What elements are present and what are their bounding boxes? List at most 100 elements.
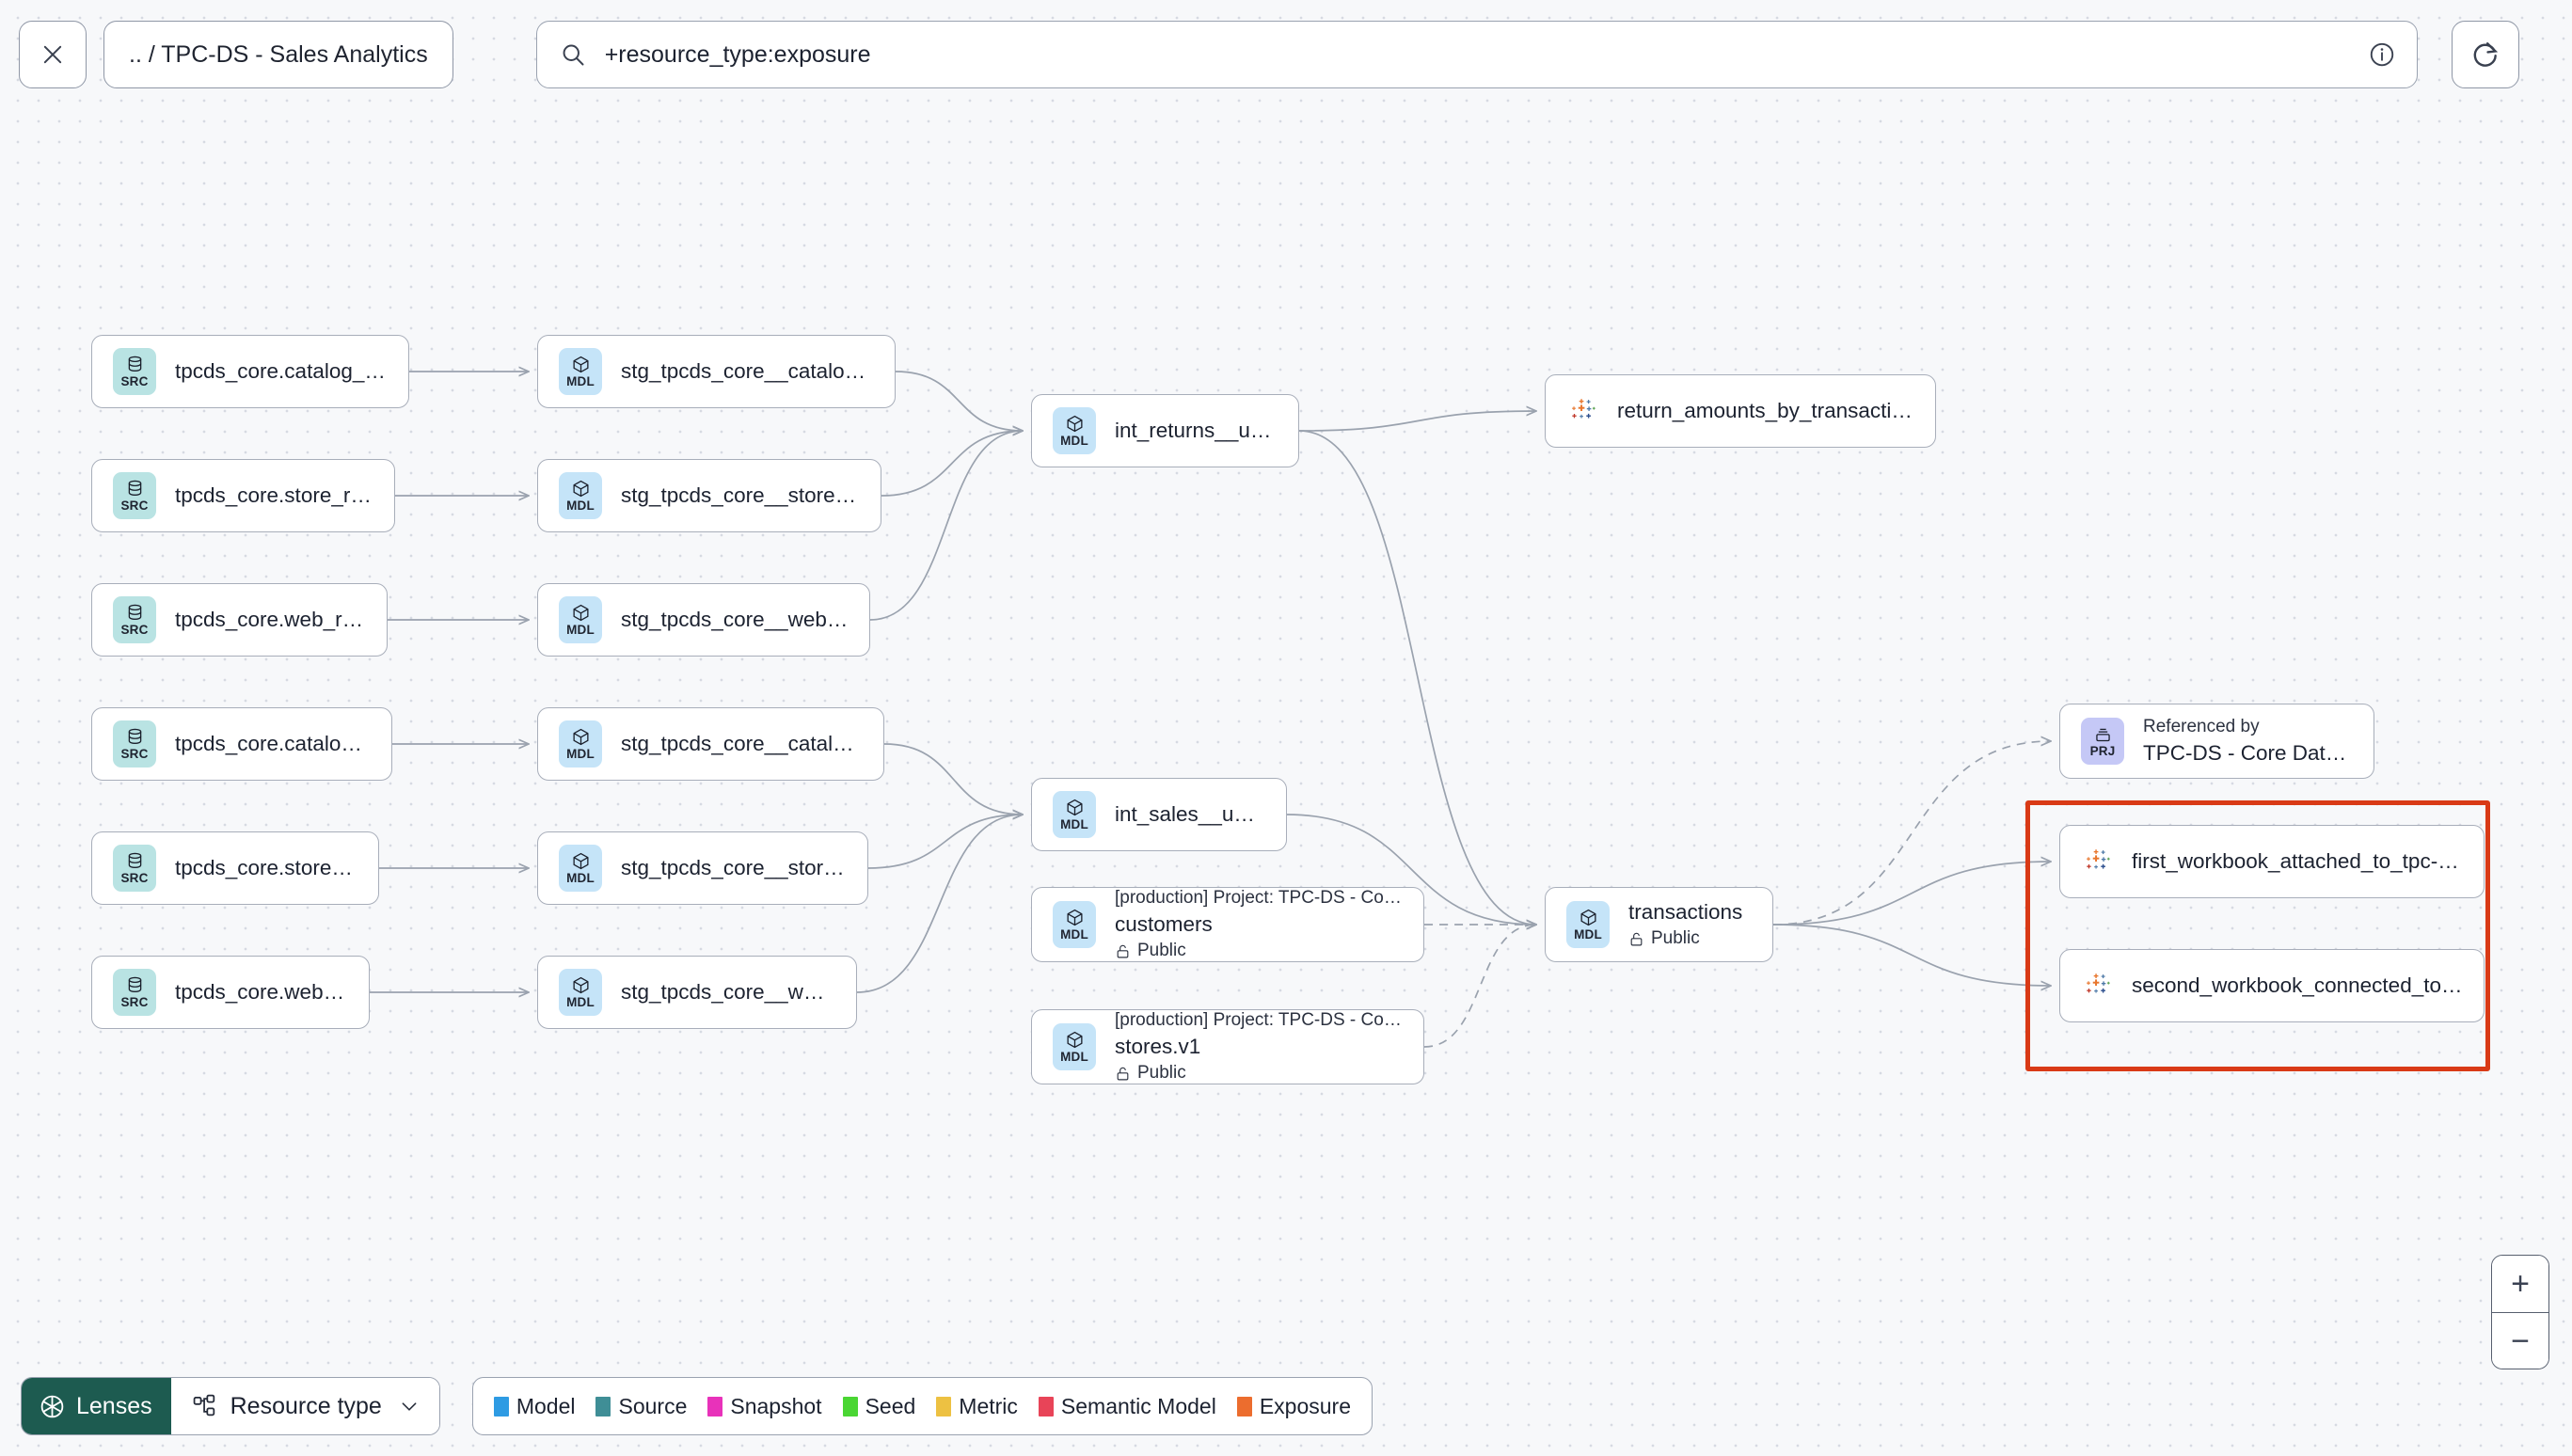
unlock-icon xyxy=(1117,944,1129,957)
database-icon xyxy=(128,977,141,993)
zoom-in-button[interactable]: + xyxy=(2492,1256,2548,1312)
refresh-button[interactable] xyxy=(2451,21,2519,88)
lens-group: Lenses Resource type xyxy=(21,1377,440,1435)
node-title: return_amounts_by_transaction_type xyxy=(1617,399,1914,422)
legend-swatch xyxy=(595,1396,611,1416)
graph-node-first_workbook[interactable]: first_workbook_attached_to_tpc-ds_-_… xyxy=(2059,825,2485,898)
node-type-badge: SRC xyxy=(113,845,156,892)
node-visibility-label: Public xyxy=(1137,1063,1186,1083)
cube-icon xyxy=(572,853,589,870)
zoom-out-button[interactable]: − xyxy=(2492,1312,2548,1369)
search-bar[interactable] xyxy=(535,21,2418,88)
node-type-label: MDL xyxy=(566,871,595,886)
node-title: tpcds_core.store_returns xyxy=(175,483,373,507)
node-title: stores.v1 xyxy=(1115,1035,1201,1058)
node-body: tpcds_core.catalog_returns xyxy=(175,359,388,384)
legend-item-semantic-model[interactable]: Semantic Model xyxy=(1038,1394,1216,1419)
node-body: [production] Project: TPC-DS - Core Data… xyxy=(1115,888,1403,961)
node-type-label: SRC xyxy=(120,871,149,886)
edge-stores_v1-to-transactions xyxy=(1423,925,1536,1048)
graph-node-stores_v1[interactable]: MDL [production] Project: TPC-DS - Core D… xyxy=(1031,1009,1424,1084)
breadcrumb[interactable]: .. / TPC-DS - Sales Analytics xyxy=(103,21,453,88)
node-body: tpcds_core.store_sales xyxy=(175,856,357,880)
graph-node-return_amounts[interactable]: return_amounts_by_transaction_type xyxy=(1545,374,1936,448)
node-visibility: Public xyxy=(1628,928,1742,949)
info-icon[interactable] xyxy=(2368,40,2396,69)
database-icon xyxy=(128,481,141,497)
graph-node-src_store_returns[interactable]: SRC tpcds_core.store_returns xyxy=(91,459,395,532)
node-title: tpcds_core.web_returns xyxy=(175,608,366,631)
node-title: tpcds_core.catalog_returns xyxy=(175,359,388,383)
node-type-badge: MDL xyxy=(559,472,602,519)
node-visibility: Public xyxy=(1115,1063,1403,1084)
graph-node-second_workbook[interactable]: second_workbook_connected_to_live… xyxy=(2059,949,2485,1022)
node-type-badge: SRC xyxy=(113,720,156,768)
resource-type-label: Resource type xyxy=(230,1392,382,1419)
node-body: stg_tpcds_core__web_returns xyxy=(621,608,849,632)
graph-node-src_catalog_returns[interactable]: SRC tpcds_core.catalog_returns xyxy=(91,335,409,408)
unlock-icon xyxy=(1117,1067,1129,1080)
node-type-label: SRC xyxy=(120,995,149,1010)
node-body: int_sales__unioned xyxy=(1115,802,1265,827)
node-title: TPC-DS - Core Data Models xyxy=(2143,741,2353,765)
node-subtitle: [production] Project: TPC-DS - Core Data… xyxy=(1115,1010,1403,1030)
legend-swatch xyxy=(707,1396,723,1416)
cube-icon xyxy=(572,481,589,498)
close-button[interactable] xyxy=(19,21,87,88)
lenses-button[interactable]: Lenses xyxy=(22,1378,171,1434)
legend-label: Metric xyxy=(959,1393,1018,1418)
node-subtitle: [production] Project: TPC-DS - Core Data… xyxy=(1115,888,1403,908)
node-subtitle: Referenced by xyxy=(2143,717,2260,736)
graph-node-customers[interactable]: MDL[production] Project: TPC-DS - Core D… xyxy=(1031,887,1424,962)
legend-item-model[interactable]: Model xyxy=(493,1394,575,1419)
node-type-badge: SRC xyxy=(113,969,156,1016)
aperture-icon xyxy=(40,1395,64,1417)
edge-transactions-to-second_workbook xyxy=(1772,924,2051,986)
search-input[interactable] xyxy=(604,40,2349,69)
node-body: tpcds_core.web_sales xyxy=(175,980,348,1005)
node-body: return_amounts_by_transaction_type xyxy=(1617,399,1914,423)
node-body: stg_tpcds_core__web_sales xyxy=(621,980,835,1005)
node-body: second_workbook_connected_to_live… xyxy=(2132,973,2463,998)
graph-node-stg_store_sales[interactable]: MDL stg_tpcds_core__store_sales xyxy=(537,831,868,905)
tableau-icon xyxy=(1572,399,1596,419)
legend-label: Source xyxy=(618,1393,688,1418)
node-title: int_sales__unioned xyxy=(1115,802,1265,826)
legend-item-exposure[interactable]: Exposure xyxy=(1236,1394,1351,1419)
legend-item-seed[interactable]: Seed xyxy=(842,1393,916,1419)
node-type-badge: SRC xyxy=(113,348,156,395)
legend-item-source[interactable]: Source xyxy=(595,1394,687,1419)
node-type-badge: MDL xyxy=(559,348,602,395)
edge-stg_store_sales-to-int_sales xyxy=(867,815,1023,869)
cube-icon xyxy=(572,977,589,994)
node-type-label: MDL xyxy=(1060,434,1088,449)
graph-node-src_store_sales[interactable]: SRC tpcds_core.store_sales xyxy=(91,831,379,905)
node-title: stg_tpcds_core__store_sales xyxy=(621,856,847,879)
node-type-badge: MDL xyxy=(1053,1023,1096,1070)
graph-node-src_web_sales[interactable]: SRC tpcds_core.web_sales xyxy=(91,956,370,1029)
close-icon xyxy=(43,45,62,64)
zoom-controls[interactable]: + − xyxy=(2491,1255,2549,1369)
legend-label: Seed xyxy=(865,1393,916,1418)
node-title: tpcds_core.store_sales xyxy=(175,856,357,879)
search-icon xyxy=(563,44,584,66)
node-type-badge: SRC xyxy=(113,472,156,519)
edge-int_returns-to-return_amounts xyxy=(1298,411,1536,432)
legend-item-snapshot[interactable]: Snapshot xyxy=(707,1394,822,1419)
legend-item-metric[interactable]: Metric xyxy=(936,1394,1018,1419)
resource-type-dropdown[interactable]: Resource type xyxy=(170,1378,439,1434)
